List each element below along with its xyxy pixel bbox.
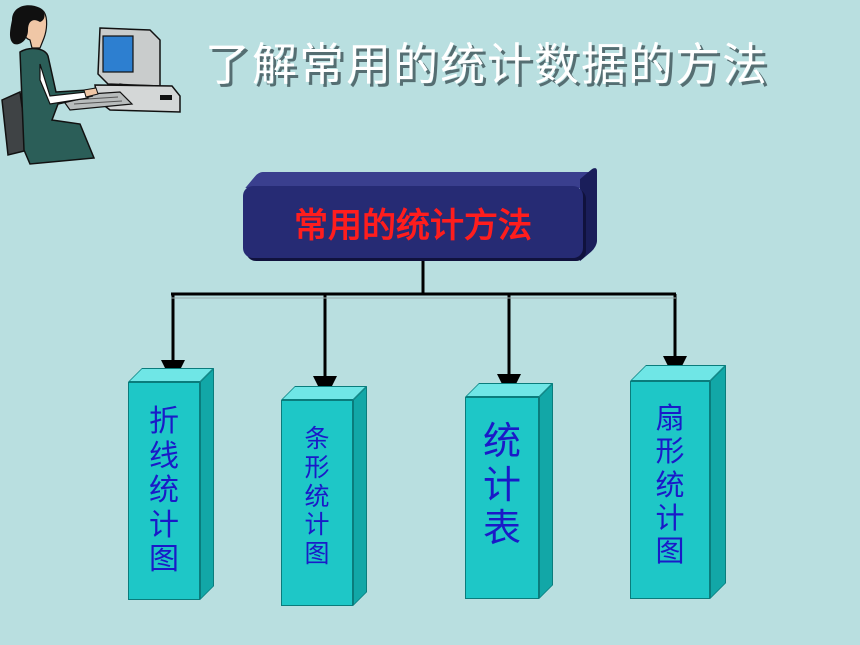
child-node-bar-chart: 条 形 统 计 图 [281,386,371,606]
child-node-char: 形 [304,452,330,482]
page-title: 了解常用的统计数据的方法 [205,38,770,91]
prism-side-face [539,383,553,599]
child-node-char: 计 [655,501,685,536]
person-at-computer-icon [1,5,181,165]
child-node-pie-chart: 扇 形 统 计 图 [630,365,726,599]
child-node-char: 计 [304,510,330,540]
child-node-char: 图 [149,542,179,577]
child-node-table-front: 统 计 表 [465,397,539,599]
child-node-char: 计 [149,507,179,543]
child-node-char: 条 [304,424,330,453]
child-node-pie-chart-front: 扇 形 统 计 图 [630,381,710,599]
child-node-char: 统 [304,481,330,511]
child-node-bar-chart-front: 条 形 统 计 图 [281,400,353,606]
child-node-table: 统 计 表 [465,383,555,599]
prism-side-face [710,365,726,599]
prism-side-face [353,386,367,606]
child-node-char: 统 [149,473,179,508]
child-node-char: 表 [482,506,521,551]
child-node-char: 扇 [655,401,685,435]
child-node-char: 图 [304,539,330,568]
child-node-char: 计 [482,462,521,507]
child-node-char: 图 [655,534,685,569]
child-node-char: 折 [149,404,179,439]
child-node-char: 形 [655,434,685,469]
child-node-char: 统 [482,419,521,463]
prism-side-face [200,368,214,600]
child-node-line-chart-front: 折 线 统 计 图 [128,382,200,600]
root-node: 常用的统计方法 [243,186,583,258]
child-node-char: 统 [655,467,685,502]
child-node-line-chart: 折 线 统 计 图 [128,368,218,600]
child-node-char: 线 [149,438,179,474]
